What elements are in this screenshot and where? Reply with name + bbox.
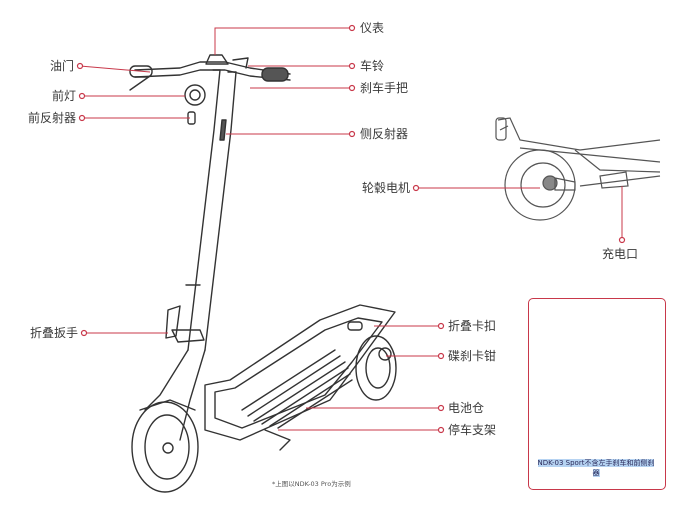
label-hub-motor: 轮毂电机 bbox=[361, 181, 410, 195]
label-kickstand: 停车支架 bbox=[448, 423, 497, 437]
leader-dots bbox=[76, 24, 626, 434]
label-disc-brake-caliper: 碟刹卡钳 bbox=[448, 349, 497, 363]
front-wheel bbox=[131, 349, 206, 493]
label-charging-port: 充电口 bbox=[602, 247, 639, 261]
stem bbox=[165, 69, 237, 351]
rear-detail bbox=[495, 117, 661, 221]
label-dashboard: 仪表 bbox=[360, 21, 385, 35]
label-brake-lever: 刹车手把 bbox=[360, 81, 409, 95]
footnote: *上图以NDK-03 Pro为示例 bbox=[272, 480, 351, 488]
label-throttle: 油门 bbox=[49, 59, 74, 73]
rear-wheel bbox=[355, 335, 397, 401]
handlebar bbox=[129, 54, 291, 91]
inset-caption: NDK-03 Sport不含左手刹车和前侧刹器 bbox=[536, 458, 656, 478]
label-folding-wrench: 折叠扳手 bbox=[29, 326, 78, 340]
inset-box bbox=[528, 298, 666, 490]
label-front-reflector: 前反射器 bbox=[27, 111, 76, 125]
label-folding-buckle: 折叠卡扣 bbox=[448, 319, 497, 333]
inset-caption-text: NDK-03 Sport不含左手刹车和前侧刹器 bbox=[537, 459, 655, 477]
deck bbox=[204, 304, 396, 451]
label-side-reflector: 侧反射器 bbox=[360, 127, 409, 141]
label-battery-compartment: 电池仓 bbox=[448, 401, 485, 415]
leader-lines bbox=[79, 27, 623, 431]
label-headlight: 前灯 bbox=[51, 89, 76, 103]
label-bell: 车铃 bbox=[360, 59, 385, 73]
